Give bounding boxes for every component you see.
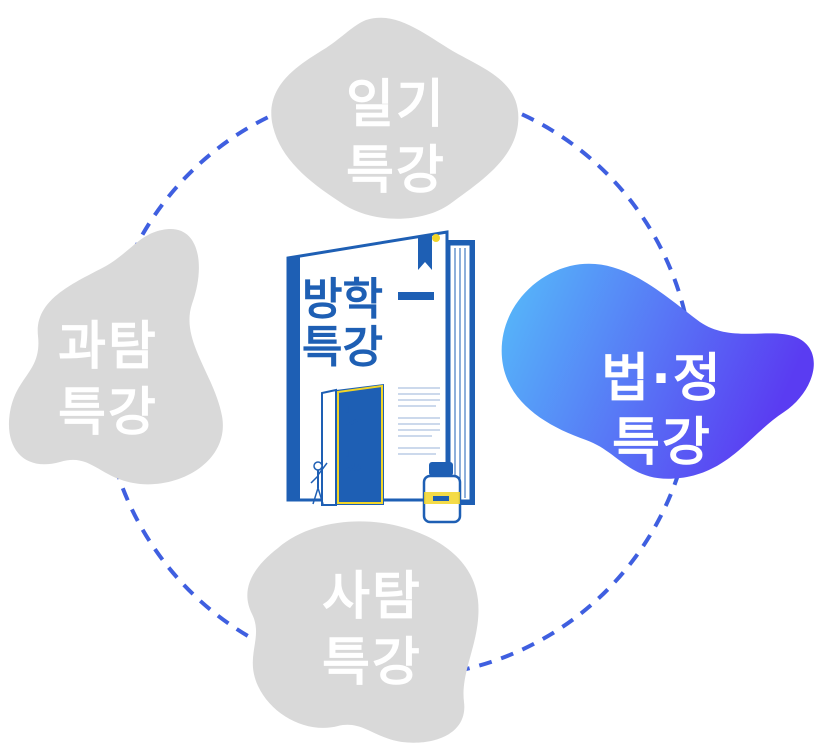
blob-science-shape (8, 229, 223, 485)
book-title-line2: 특강 (302, 322, 383, 373)
blob-social[interactable]: 사탐 특강 (238, 520, 482, 746)
blob-social-shape (247, 521, 479, 743)
blob-science-line2: 특강 (58, 383, 158, 443)
blob-diary-shape (271, 17, 519, 219)
blob-law-shape (501, 263, 814, 479)
book-title-line1: 방학 (302, 274, 383, 325)
blob-social-line2: 특강 (322, 633, 422, 693)
blob-diary-line2: 특강 (346, 141, 446, 201)
blob-diary[interactable]: 일기 특강 (270, 14, 522, 220)
blob-diary-line1: 일기 (346, 75, 446, 135)
blob-law-line2: 특강 (612, 413, 712, 473)
blob-science[interactable]: 과탐 특강 (2, 226, 224, 488)
blob-science-line1: 과탐 (58, 317, 158, 377)
door-label: ENTER (341, 400, 365, 473)
blob-social-line1: 사탐 (322, 567, 422, 627)
blob-law[interactable]: 법·정 특강 (500, 262, 816, 484)
blob-law-line1: 법·정 (601, 349, 723, 409)
